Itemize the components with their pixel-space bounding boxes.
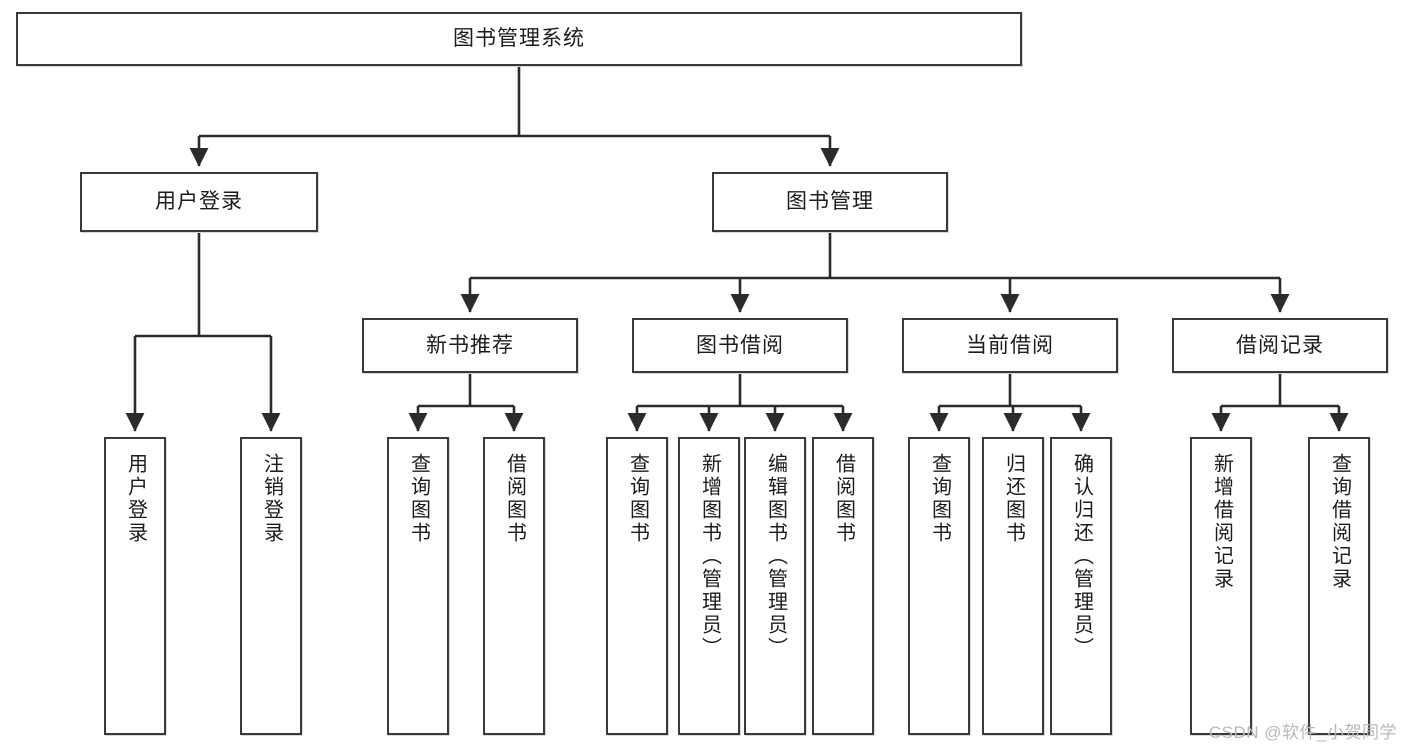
leaf-query-borrow-record[interactable]: 查询借阅记录 bbox=[1308, 437, 1370, 735]
node-borrow-records[interactable]: 借阅记录 bbox=[1172, 318, 1388, 373]
leaf-add-book-admin[interactable]: 新增图书（管理员） bbox=[678, 437, 740, 735]
leaf-query-books-borrow[interactable]: 查询图书 bbox=[606, 437, 668, 735]
node-current-borrow[interactable]: 当前借阅 bbox=[902, 318, 1118, 373]
leaf-query-borrow-record-label: 查询借阅记录 bbox=[1328, 453, 1351, 591]
node-root-label: 图书管理系统 bbox=[453, 27, 585, 51]
node-book-borrow-label: 图书借阅 bbox=[696, 333, 784, 357]
leaf-query-books-borrow-label: 查询图书 bbox=[626, 453, 649, 545]
leaf-query-books-current[interactable]: 查询图书 bbox=[908, 437, 970, 735]
leaf-confirm-return-admin[interactable]: 确认归还（管理员） bbox=[1050, 437, 1112, 735]
leaf-edit-book-admin[interactable]: 编辑图书（管理员） bbox=[744, 437, 806, 735]
leaf-user-login[interactable]: 用户登录 bbox=[104, 437, 166, 735]
node-book-management[interactable]: 图书管理 bbox=[712, 172, 948, 232]
leaf-logout[interactable]: 注销登录 bbox=[240, 437, 302, 735]
node-new-book-recommend[interactable]: 新书推荐 bbox=[362, 318, 578, 373]
leaf-user-login-label: 用户登录 bbox=[124, 453, 147, 545]
leaf-lend-book-label: 借阅图书 bbox=[832, 453, 855, 545]
node-user-login[interactable]: 用户登录 bbox=[80, 172, 318, 232]
leaf-edit-book-admin-label: 编辑图书（管理员） bbox=[764, 453, 787, 660]
leaf-lend-book[interactable]: 借阅图书 bbox=[812, 437, 874, 735]
node-new-book-recommend-label: 新书推荐 bbox=[426, 333, 514, 357]
node-root[interactable]: 图书管理系统 bbox=[16, 12, 1022, 66]
leaf-add-borrow-record[interactable]: 新增借阅记录 bbox=[1190, 437, 1252, 735]
node-user-login-label: 用户登录 bbox=[155, 190, 243, 214]
leaf-return-book-label: 归还图书 bbox=[1002, 453, 1025, 545]
leaf-query-books-current-label: 查询图书 bbox=[928, 453, 951, 545]
leaf-add-borrow-record-label: 新增借阅记录 bbox=[1210, 453, 1233, 591]
leaf-return-book[interactable]: 归还图书 bbox=[982, 437, 1044, 735]
leaf-query-books-new-label: 查询图书 bbox=[407, 453, 430, 545]
node-borrow-records-label: 借阅记录 bbox=[1236, 333, 1324, 357]
leaf-logout-label: 注销登录 bbox=[260, 453, 283, 545]
leaf-borrow-books-new[interactable]: 借阅图书 bbox=[483, 437, 545, 735]
leaf-borrow-books-new-label: 借阅图书 bbox=[503, 453, 526, 545]
leaf-query-books-new[interactable]: 查询图书 bbox=[387, 437, 449, 735]
node-current-borrow-label: 当前借阅 bbox=[966, 333, 1054, 357]
node-book-borrow[interactable]: 图书借阅 bbox=[632, 318, 848, 373]
leaf-add-book-admin-label: 新增图书（管理员） bbox=[698, 453, 721, 660]
csdn-watermark: CSDN @软件_小贺同学 bbox=[1208, 723, 1397, 742]
leaf-confirm-return-admin-label: 确认归还（管理员） bbox=[1070, 453, 1093, 660]
node-book-management-label: 图书管理 bbox=[786, 190, 874, 214]
